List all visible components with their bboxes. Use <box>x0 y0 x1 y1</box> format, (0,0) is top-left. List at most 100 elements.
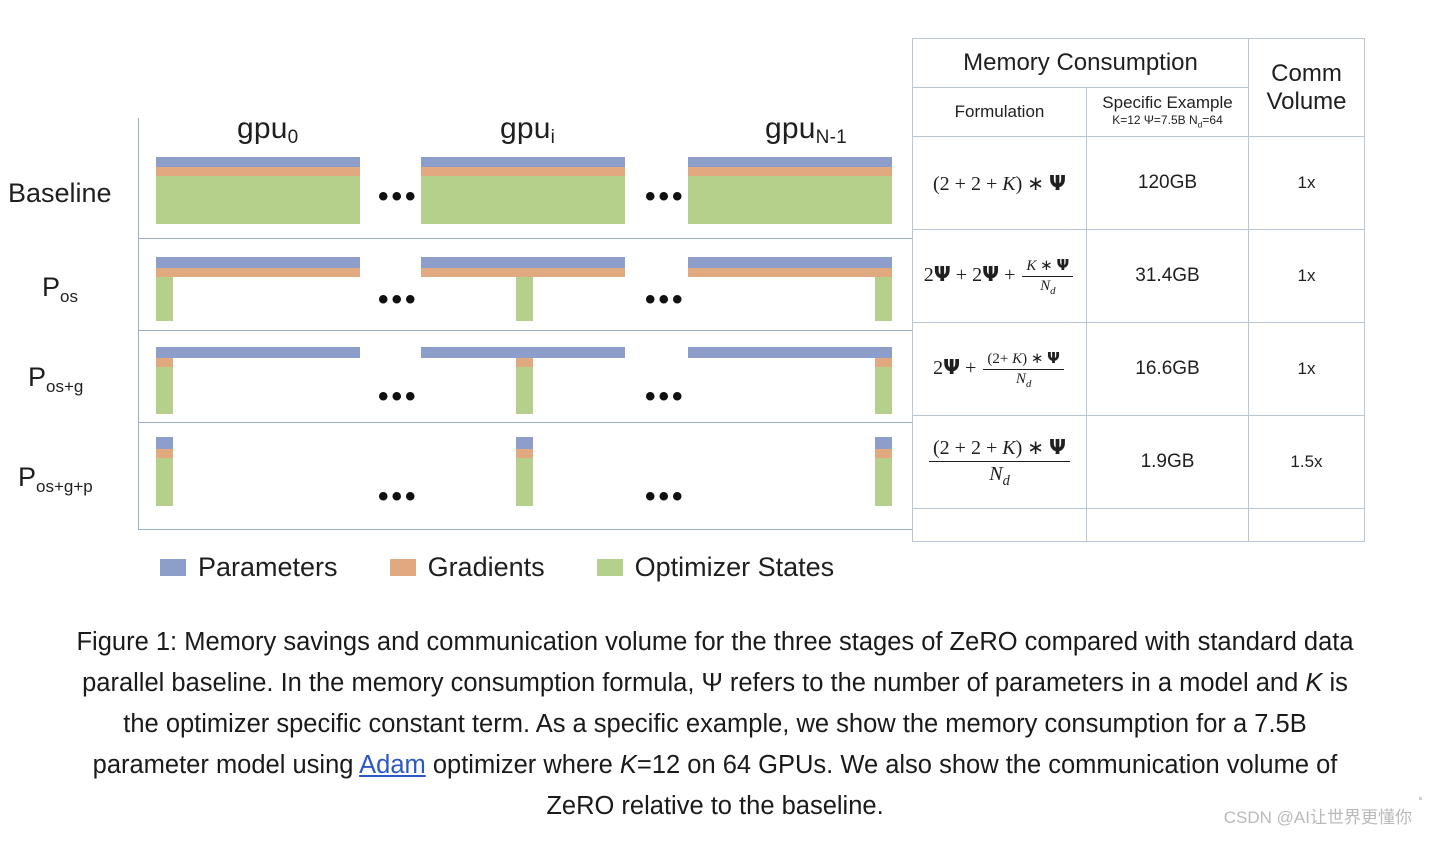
bar-posg-gpu0-optimizer <box>156 367 173 414</box>
bar-baseline-gpui-optimizer <box>421 176 625 224</box>
bar-baseline-gpun-gradients <box>688 167 892 176</box>
table-row-baseline: (2 + 2 + K) ∗ Ψ 120GB 1x <box>912 136 1365 230</box>
watermark-dot <box>1419 797 1422 800</box>
bar-posg-gpu0-gradients <box>156 358 173 367</box>
bar-baseline-gpu0-optimizer <box>156 176 360 224</box>
bar-pos-gpun-parameters <box>688 257 892 268</box>
chart-row-divider <box>138 422 913 423</box>
caption-line-5: ZeRO relative to the baseline. <box>546 792 884 820</box>
bar-posg-gpui-parameters <box>421 347 625 358</box>
example-baseline: 120GB <box>1086 136 1249 230</box>
row-label-p-os-g: Pos+g <box>28 362 84 396</box>
legend-label-gradients: Gradients <box>427 552 545 582</box>
legend: Parameters Gradients Optimizer States <box>160 552 834 583</box>
bar-baseline-gpui-gradients <box>421 167 625 176</box>
caption-line-4: parameter model using Adam optimizer whe… <box>92 751 1338 779</box>
bar-pos-gpun-optimizer <box>875 277 892 321</box>
comm-p-os-g-p: 1.5x <box>1248 415 1365 509</box>
bar-baseline-gpun-parameters <box>688 157 892 167</box>
formula-baseline: (2 + 2 + K) ∗ Ψ <box>912 136 1087 230</box>
bar-posgp-gpu0-optimizer <box>156 458 173 506</box>
bar-baseline-gpu0-parameters <box>156 157 360 167</box>
table-header-specific-example: Specific Example K=12 Ψ=7.5B Nd=64 <box>1086 87 1249 137</box>
bar-posg-gpun-optimizer <box>875 367 892 414</box>
ellipsis-separator: ••• <box>378 180 419 213</box>
chart-vertical-divider <box>138 118 139 530</box>
legend-swatch-parameters <box>160 559 186 576</box>
bar-posg-gpun-gradients <box>875 358 892 367</box>
legend-item-optimizer-states: Optimizer States <box>596 552 835 583</box>
legend-item-parameters: Parameters <box>160 552 338 583</box>
gpu-header-i: gpui <box>500 112 556 148</box>
table-header-specific-example-note: K=12 Ψ=7.5B Nd=64 <box>1112 112 1223 130</box>
row-label-p-os-g-p: Pos+g+p <box>18 462 93 496</box>
comm-baseline: 1x <box>1248 136 1365 230</box>
chart-row-divider <box>138 529 913 530</box>
table-filler-cell <box>1248 508 1365 542</box>
bar-pos-gpu0-parameters <box>156 257 360 268</box>
bar-pos-gpun-gradients <box>688 268 892 277</box>
table-filler-cell <box>1086 508 1249 542</box>
bar-posgp-gpun-optimizer <box>875 458 892 506</box>
legend-item-gradients: Gradients <box>389 552 545 583</box>
caption-line-1: Figure 1: Memory savings and communicati… <box>76 628 1354 656</box>
bar-baseline-gpui-parameters <box>421 157 625 167</box>
bar-posgp-gpui-parameters <box>516 437 533 449</box>
table-header-memory-consumption: Memory Consumption <box>912 38 1249 88</box>
legend-swatch-gradients <box>389 559 416 576</box>
ellipsis-separator: ••• <box>645 380 686 413</box>
bar-pos-gpui-gradients <box>421 268 625 277</box>
legend-label-optimizer-states: Optimizer States <box>634 552 835 582</box>
table-filler-cell <box>912 508 1087 542</box>
legend-swatch-optimizer-states <box>596 559 623 576</box>
watermark: CSDN @AI让世界更懂你 <box>1223 808 1412 827</box>
table-header-specific-example-label: Specific Example <box>1102 93 1233 113</box>
comm-p-os: 1x <box>1248 229 1365 323</box>
bar-pos-gpui-optimizer <box>516 277 533 321</box>
row-label-baseline: Baseline <box>8 178 112 208</box>
ellipsis-separator: ••• <box>645 480 686 513</box>
table-filler-row <box>912 508 1365 542</box>
bar-baseline-gpu0-gradients <box>156 167 360 176</box>
bar-pos-gpu0-optimizer <box>156 277 173 321</box>
caption-line-2: parallel baseline. In the memory consump… <box>82 669 1348 697</box>
ellipsis-separator: ••• <box>378 380 419 413</box>
caption-line-3: the optimizer specific constant term. As… <box>123 710 1307 738</box>
ellipsis-separator: ••• <box>378 283 419 316</box>
memory-consumption-table: Memory Consumption Comm Volume Formulati… <box>912 38 1365 542</box>
chart-row-divider <box>138 238 913 239</box>
chart-row-divider <box>138 330 913 331</box>
example-p-os: 31.4GB <box>1086 229 1249 323</box>
bar-posg-gpui-optimizer <box>516 367 533 414</box>
adam-link[interactable]: Adam <box>359 751 426 779</box>
bar-posgp-gpun-parameters <box>875 437 892 449</box>
bar-posg-gpun-parameters <box>688 347 892 358</box>
bar-posgp-gpun-gradients <box>875 449 892 458</box>
bar-posg-gpu0-parameters <box>156 347 360 358</box>
table-header-row-sub: Formulation Specific Example K=12 Ψ=7.5B… <box>912 87 1365 137</box>
figure-caption: Figure 1: Memory savings and communicati… <box>0 622 1430 827</box>
bar-posgp-gpu0-parameters <box>156 437 173 449</box>
gpu-header-n-1: gpuN-1 <box>765 112 847 148</box>
table-header-comm-volume: Comm Volume <box>1248 38 1365 137</box>
table-header-formulation: Formulation <box>912 87 1087 137</box>
bar-baseline-gpun-optimizer <box>688 176 892 224</box>
ellipsis-separator: ••• <box>645 283 686 316</box>
legend-label-parameters: Parameters <box>198 552 338 582</box>
bar-posgp-gpui-gradients <box>516 449 533 458</box>
comm-p-os-g: 1x <box>1248 322 1365 416</box>
bar-posg-gpui-gradients <box>516 358 533 367</box>
bar-posgp-gpui-optimizer <box>516 458 533 506</box>
bar-pos-gpui-parameters <box>421 257 625 268</box>
example-p-os-g-p: 1.9GB <box>1086 415 1249 509</box>
row-label-p-os: Pos <box>42 272 78 306</box>
bar-pos-gpu0-gradients <box>156 268 360 277</box>
figure-diagram: gpu0 gpui gpuN-1 Baseline ••• ••• Pos ••… <box>8 112 913 583</box>
ellipsis-separator: ••• <box>378 480 419 513</box>
